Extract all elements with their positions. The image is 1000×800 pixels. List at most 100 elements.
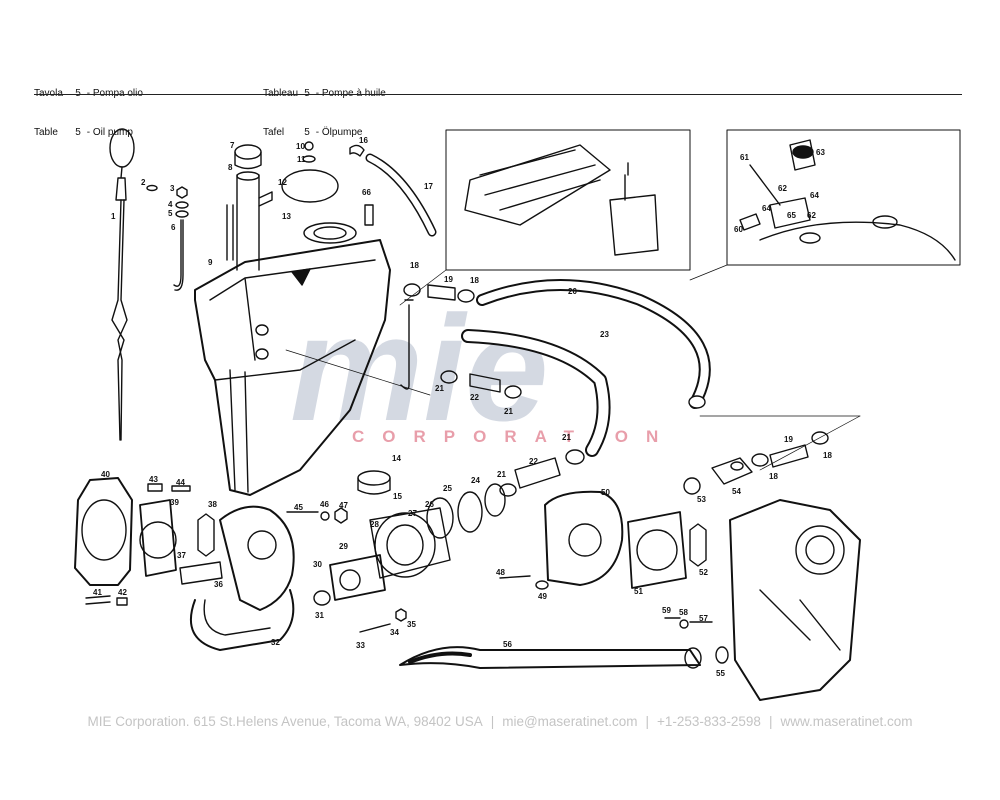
callout-21c: 21: [562, 433, 571, 442]
watermark-logo: mie: [290, 284, 548, 452]
callout-54: 54: [732, 487, 741, 496]
header-number: 5: [301, 87, 313, 100]
callout-52: 52: [699, 568, 708, 577]
callout-4: 4: [168, 200, 173, 209]
watermark-tagline: CORPORATION: [352, 427, 676, 446]
callout-49: 49: [538, 592, 547, 601]
callout-15: 15: [393, 492, 402, 501]
pump-pickup-drawing: [74, 477, 295, 651]
callout-33: 33: [356, 641, 365, 650]
breather-hose-drawing: [365, 153, 437, 237]
header-title: Pompe à huile: [322, 87, 386, 100]
callout-64b: 64: [762, 204, 771, 213]
callout-11: 11: [297, 155, 306, 164]
callout-18b: 18: [470, 276, 479, 285]
callout-23: 23: [600, 330, 609, 339]
callout-62b: 62: [807, 211, 816, 220]
callout-3: 3: [170, 184, 175, 193]
footer-contact: MIE Corporation. 615 St.Helens Avenue, T…: [0, 714, 1000, 729]
header-title: Oil pump: [92, 127, 133, 138]
callout-7: 7: [230, 141, 235, 150]
callout-12: 12: [278, 178, 287, 187]
callout-45: 45: [294, 503, 303, 512]
header-title: Pompa olio: [93, 87, 143, 100]
pump-cover-drawing: [664, 457, 861, 701]
callout-9: 9: [208, 258, 213, 267]
sensor-inset: [726, 129, 961, 266]
pickup-pipe-drawing: [399, 646, 701, 669]
callout-30: 30: [313, 560, 322, 569]
callout-19b: 19: [784, 435, 793, 444]
washers-and-rod-drawing: [146, 184, 189, 291]
callout-59: 59: [662, 606, 671, 615]
callout-65: 65: [787, 211, 796, 220]
callout-13: 13: [282, 212, 291, 221]
callout-21a: 21: [435, 384, 444, 393]
callout-44: 44: [176, 478, 185, 487]
callout-48: 48: [496, 568, 505, 577]
callout-16: 16: [359, 136, 368, 145]
header-word: Table: [34, 127, 58, 138]
header-number: 5: [304, 127, 310, 138]
callout-35: 35: [407, 620, 416, 629]
header-word: Tavola: [34, 87, 72, 100]
callout-40: 40: [101, 470, 110, 479]
header-number: 5: [72, 87, 84, 100]
callout-19a: 19: [444, 275, 453, 284]
header-number: 5: [75, 127, 81, 138]
reference-lines: [285, 264, 861, 471]
header-title: Ölpumpe: [321, 127, 363, 138]
callout-5: 5: [168, 209, 173, 218]
footer-phone: +1-253-833-2598: [656, 714, 761, 729]
callout-46: 46: [320, 500, 329, 509]
callout-8: 8: [228, 163, 233, 172]
callout-21b: 21: [504, 407, 513, 416]
callout-66: 66: [362, 188, 371, 197]
callout-47: 47: [339, 501, 348, 510]
callout-39: 39: [170, 498, 179, 507]
callout-57: 57: [699, 614, 708, 623]
callout-58: 58: [679, 608, 688, 617]
callout-22b: 22: [529, 457, 538, 466]
footer-email-link[interactable]: mie@maseratinet.com: [502, 714, 638, 729]
callout-27: 27: [408, 509, 417, 518]
callout-38: 38: [208, 500, 217, 509]
callout-18a: 18: [410, 261, 419, 270]
callout-26: 26: [425, 500, 434, 509]
callout-29: 29: [339, 542, 348, 551]
callout-28: 28: [370, 520, 379, 529]
callout-18d: 18: [823, 451, 832, 460]
callout-14: 14: [392, 454, 401, 463]
callout-6: 6: [171, 223, 176, 232]
pump-body-drawing: [286, 483, 707, 633]
callout-63: 63: [816, 148, 825, 157]
callout-62a: 62: [778, 184, 787, 193]
footer-company: MIE Corporation. 615 St.Helens Avenue, T…: [87, 714, 483, 729]
engine-inset: [445, 129, 691, 271]
callout-41: 41: [93, 588, 102, 597]
callout-61: 61: [740, 153, 749, 162]
callout-2: 2: [141, 178, 146, 187]
callout-51: 51: [634, 587, 643, 596]
footer-separator: |: [645, 714, 649, 729]
callout-24: 24: [471, 476, 480, 485]
callout-34: 34: [390, 628, 399, 637]
dipstick-drawing: [109, 128, 135, 441]
oil-tank-drawing: [194, 141, 391, 496]
callout-22a: 22: [470, 393, 479, 402]
callout-60: 60: [734, 225, 743, 234]
callout-36: 36: [214, 580, 223, 589]
callout-1: 1: [111, 212, 116, 221]
header-word: Tafel: [263, 127, 285, 138]
header-word: Tableau: [263, 87, 301, 100]
callout-53: 53: [697, 495, 706, 504]
footer-website-link[interactable]: www.maseratinet.com: [780, 714, 913, 729]
callout-17: 17: [424, 182, 433, 191]
callout-10: 10: [296, 142, 305, 151]
callout-43: 43: [149, 475, 158, 484]
callout-55: 55: [716, 669, 725, 678]
callout-20: 20: [568, 287, 577, 296]
